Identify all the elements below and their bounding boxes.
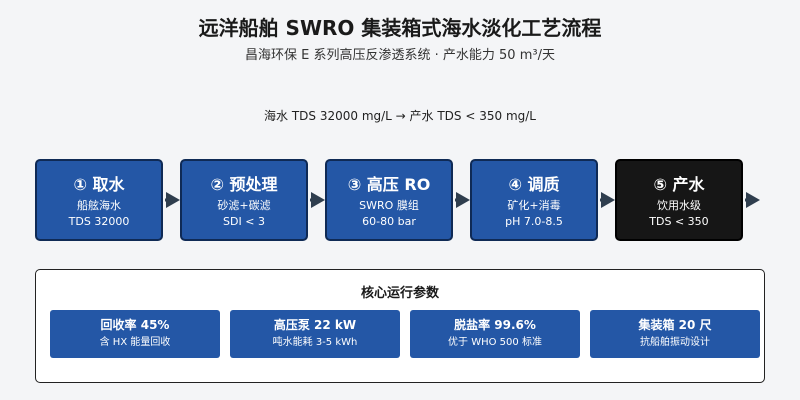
step-title: ① 取水 <box>73 175 125 194</box>
arrow-pretreatment-to-ro <box>310 192 325 208</box>
param-title: 脱盐率 99.6% <box>454 318 536 332</box>
step-detail: 船舷海水 <box>77 199 121 212</box>
param-salt-rejection: 脱盐率 99.6% 优于 WHO 500 标准 <box>410 310 580 358</box>
params-panel-title: 核心运行参数 <box>360 286 439 301</box>
param-title: 集装箱 20 尺 <box>638 318 712 332</box>
param-title: 回收率 45% <box>100 318 170 332</box>
diagram-subtitle: 昌海环保 E 系列高压反渗透系统 · 产水能力 50 m³/天 <box>245 48 555 63</box>
tds-flow-summary: 海水 TDS 32000 mg/L → 产水 TDS < 350 mg/L <box>264 109 536 123</box>
param-title: 高压泵 22 kW <box>273 318 357 332</box>
param-note: 吨水能耗 3-5 kWh <box>272 337 358 348</box>
param-high-pressure-pump: 高压泵 22 kW 吨水能耗 3-5 kWh <box>230 310 400 358</box>
step-product-water: ⑤ 产水 饮用水级 TDS < 350 <box>615 159 743 241</box>
step-high-pressure-ro: ③ 高压 RO SWRO 膜组 60-80 bar <box>325 159 453 241</box>
step-conditioning: ④ 调质 矿化+消毒 pH 7.0-8.5 <box>470 159 598 241</box>
step-title: ③ 高压 RO <box>347 175 431 194</box>
step-detail: 砂滤+碳滤 <box>217 199 271 212</box>
step-detail: 饮用水级 <box>657 199 701 212</box>
param-note: 抗船舶振动设计 <box>640 337 710 348</box>
params-panel: 核心运行参数 回收率 45% 含 HX 能量回收 高压泵 22 kW 吨水能耗 … <box>35 269 765 383</box>
step-spec: SDI < 3 <box>223 215 265 228</box>
step-intake: ① 取水 船舷海水 TDS 32000 <box>35 159 163 241</box>
step-detail: SWRO 膜组 <box>359 199 419 212</box>
arrow-intake-to-pretreatment <box>165 192 180 208</box>
diagram-title: 远洋船舶 SWRO 集装箱式海水淡化工艺流程 <box>198 16 602 40</box>
step-title: ④ 调质 <box>508 175 560 194</box>
arrow-ro-to-conditioning <box>455 192 470 208</box>
step-title: ② 预处理 <box>210 175 278 194</box>
step-spec: pH 7.0-8.5 <box>505 215 563 228</box>
step-spec: TDS 32000 <box>68 215 130 228</box>
step-spec: TDS < 350 <box>649 215 709 228</box>
step-detail: 矿化+消毒 <box>507 199 561 212</box>
param-container-size: 集装箱 20 尺 抗船舶振动设计 <box>590 310 760 358</box>
arrow-conditioning-to-product <box>600 192 615 208</box>
param-note: 优于 WHO 500 标准 <box>448 337 542 348</box>
step-spec: 60-80 bar <box>362 215 416 228</box>
arrow-output <box>745 192 760 208</box>
param-recovery-rate: 回收率 45% 含 HX 能量回收 <box>50 310 220 358</box>
param-note: 含 HX 能量回收 <box>99 337 171 348</box>
step-title: ⑤ 产水 <box>653 175 705 194</box>
step-pretreatment: ② 预处理 砂滤+碳滤 SDI < 3 <box>180 159 308 241</box>
